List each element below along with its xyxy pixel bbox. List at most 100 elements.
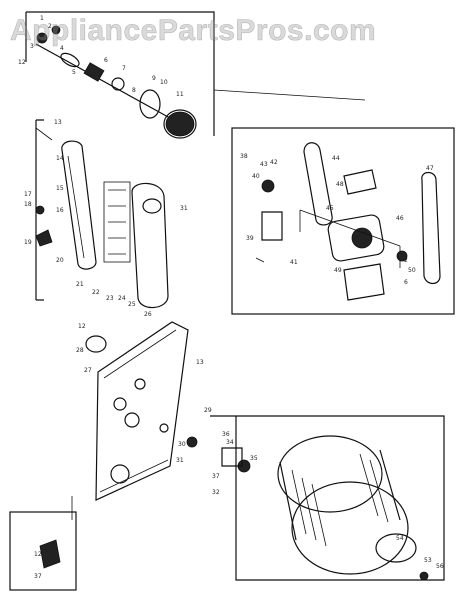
callout-drum-3: 36: [222, 431, 230, 438]
motor-drum-belt: [421, 171, 441, 285]
motor-pulley: [261, 179, 275, 193]
top-blower-wheel: [165, 111, 195, 137]
motor-assembly: [231, 127, 455, 315]
callout-motor-12: 48: [336, 181, 344, 188]
top-bearing-1: [36, 32, 48, 44]
belt-idler-assembly: [35, 119, 169, 309]
idler-bracket: [103, 181, 131, 263]
callout-rear-0: 12: [78, 323, 86, 330]
drum-clip: [419, 571, 429, 581]
callout-belt-3: 16: [56, 207, 64, 214]
drum-front-rim: [291, 481, 409, 575]
drum-rear-rim: [277, 435, 383, 513]
callout-top-0: 1: [40, 15, 44, 22]
callout-top-11: 12: [18, 59, 26, 66]
callout-motor-5: 41: [290, 259, 298, 266]
callout-motor-4: 40: [252, 173, 260, 180]
drive-belt: [61, 140, 97, 270]
callout-belt-4: 17: [24, 191, 32, 198]
drum-assembly: [210, 415, 445, 581]
top-assembly: [25, 11, 366, 139]
callout-belt-7: 20: [56, 257, 64, 264]
callout-top-2: 3: [30, 43, 34, 50]
callout-belt-6: 19: [24, 239, 32, 246]
top-bearing-2: [51, 25, 61, 35]
belt-screw: [35, 205, 45, 215]
top-washer: [60, 52, 80, 68]
callout-top-6: 7: [122, 65, 126, 72]
top-blower-rim: [163, 109, 197, 139]
drum-front-seal: [375, 533, 417, 563]
callout-labels: 1 2 3 4 5 6 7 8 9 10 11 12 13 14 15 16 1…: [18, 15, 444, 580]
inset-frame: [9, 511, 77, 591]
drum-box-frame: [210, 415, 445, 581]
inset-detail: [9, 511, 77, 591]
bulkhead-hole-4: [110, 464, 130, 484]
bulkhead-bearing: [85, 335, 107, 353]
callout-belt-13: 26: [144, 311, 152, 318]
callout-motor-1: 6: [404, 279, 408, 286]
callout-drum-5: 37: [212, 473, 220, 480]
callout-inset-0: 12: [34, 551, 42, 558]
callout-motor-11: 47: [426, 165, 434, 172]
callout-motor-8: 44: [332, 155, 340, 162]
top-bracket-frame: [25, 11, 215, 136]
callout-rear-3: 30: [178, 441, 186, 448]
callout-motor-0: 2: [404, 257, 408, 264]
motor-clamp: [343, 169, 377, 195]
motor-belt: [303, 142, 333, 226]
callout-top-9: 10: [160, 79, 168, 86]
callout-belt-1: 14: [56, 155, 64, 162]
callout-drum-4: 32: [212, 489, 220, 496]
callout-belt-2: 15: [56, 185, 64, 192]
motor-base: [343, 263, 385, 301]
callout-drum-7: 54: [396, 535, 404, 542]
callout-drum-6: 53: [424, 557, 432, 564]
callout-motor-6: 42: [270, 159, 278, 166]
inset-part: [39, 539, 61, 569]
top-leader-line: [213, 89, 366, 101]
motor-body: [327, 214, 385, 262]
top-gear: [83, 62, 105, 82]
top-pulley-disc: [139, 89, 161, 119]
belt-clip: [35, 229, 53, 247]
callout-belt-10: 23: [106, 295, 114, 302]
callout-belt-0: 13: [54, 119, 62, 126]
callout-top-5: 6: [104, 57, 108, 64]
callout-motor-2: 38: [240, 153, 248, 160]
bulkhead-roller: [186, 436, 198, 448]
callout-motor-14: 50: [408, 267, 416, 274]
bulkhead-hole-2: [134, 378, 146, 390]
callout-top-1: 2: [48, 23, 52, 30]
drum-baffles: [291, 453, 389, 547]
callout-motor-7: 43: [260, 161, 268, 168]
callout-inset-1: 37: [34, 573, 42, 580]
belt-leader: [35, 127, 53, 141]
rear-duct-panel: [131, 182, 169, 309]
callout-belt-14: 31: [180, 205, 188, 212]
callout-top-4: 5: [72, 69, 76, 76]
motor-box-frame: [231, 127, 455, 315]
callout-drum-1: 34: [226, 439, 234, 446]
callout-top-7: 8: [132, 87, 136, 94]
motor-spring: [255, 257, 265, 263]
callout-top-3: 4: [60, 45, 64, 52]
drum-sides: [279, 449, 401, 541]
callout-motor-13: 49: [334, 267, 342, 274]
callout-belt-12: 25: [128, 301, 136, 308]
duct-opening: [142, 198, 162, 214]
drum-roller-bracket: [221, 447, 243, 467]
bulkhead-axle: [159, 423, 169, 433]
top-shaft-line: [35, 43, 171, 119]
bulkhead-hole-1: [113, 397, 127, 411]
drive-belt-inner: [67, 155, 85, 259]
motor-bracket-left: [261, 211, 283, 241]
bulkhead-edges: [99, 329, 177, 493]
callout-belt-5: 18: [24, 201, 32, 208]
callout-rear-4: 31: [176, 457, 184, 464]
rear-bulkhead-assembly: [71, 321, 198, 520]
motor-end-bell: [351, 227, 373, 249]
callout-motor-3: 39: [246, 235, 254, 242]
top-clip: [111, 77, 125, 91]
